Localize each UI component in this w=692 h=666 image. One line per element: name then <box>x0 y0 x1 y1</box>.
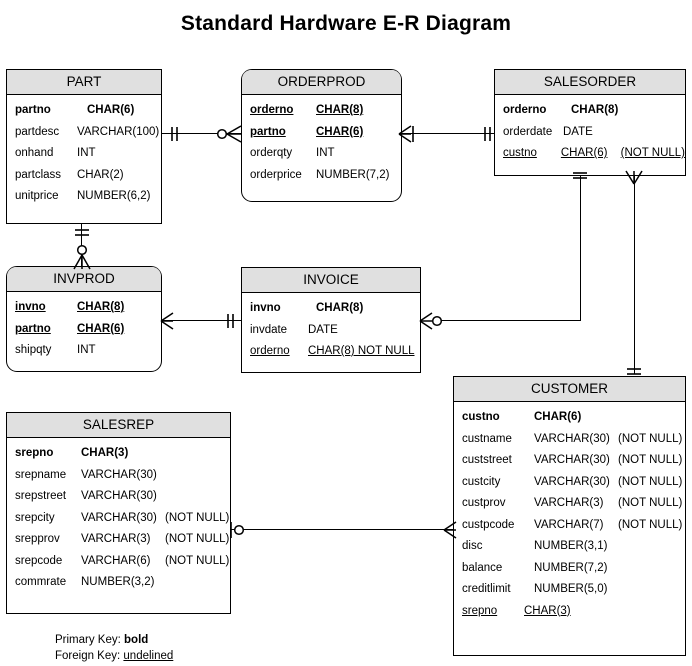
legend: Primary Key: bold Foreign Key: undelined <box>55 632 173 664</box>
entity-orderprod-attributes: orderno CHAR(8) partno CHAR(6) orderqty … <box>242 95 401 190</box>
entity-invprod-title: INVPROD <box>7 267 161 292</box>
entity-salesorder-attributes: orderno CHAR(8) orderdate DATE custno CH… <box>495 95 685 169</box>
attribute-row: srepno CHAR(3) <box>15 447 129 459</box>
attribute-row: custno CHAR(6) <box>462 411 582 423</box>
legend-primary-key-label: Primary Key: <box>55 634 121 646</box>
attribute-row: custprov VARCHAR(3) (NOT NULL) <box>462 497 683 509</box>
line-part-orderprod <box>161 133 241 135</box>
entity-invprod[interactable]: INVPROD invno CHAR(8) partno CHAR(6) shi… <box>6 266 162 372</box>
entity-salesrep[interactable]: SALESREP srepno CHAR(3) srepname VARCHAR… <box>6 412 231 614</box>
entity-salesorder[interactable]: SALESORDER orderno CHAR(8) orderdate DAT… <box>494 69 686 176</box>
page-title: Standard Hardware E-R Diagram <box>180 12 512 35</box>
cardinality-one-customer-salesorder <box>627 368 641 375</box>
attribute-row: orderdate DATE <box>503 125 593 138</box>
attribute-row: onhand INT <box>15 147 96 159</box>
attribute-row: invdate DATE <box>250 323 338 336</box>
attribute-row: orderno CHAR(8) <box>503 104 619 116</box>
attribute-row: invno CHAR(8) <box>15 301 125 313</box>
attribute-row: srepname VARCHAR(30) <box>15 468 157 481</box>
entity-part-attributes: partno CHAR(6) partdesc VARCHAR(100) onh… <box>7 95 161 212</box>
cardinality-zero-or-many-invprod <box>73 244 91 270</box>
line-orderprod-salesorder <box>402 133 494 135</box>
cardinality-many-customer-salesrep <box>443 521 457 539</box>
attribute-row: srepcode VARCHAR(6) (NOT NULL) <box>15 554 230 567</box>
legend-foreign-key-label: Foreign Key: <box>55 650 121 662</box>
legend-foreign-key-value: undelined <box>123 650 174 662</box>
attribute-row: partno CHAR(6) <box>250 125 364 138</box>
cardinality-many-salesorder-customer <box>625 170 643 185</box>
attribute-row: srepstreet VARCHAR(30) <box>15 490 157 502</box>
line-invprod-invoice <box>161 320 241 322</box>
entity-customer[interactable]: CUSTOMER custno CHAR(6) custname VARCHAR… <box>453 376 686 656</box>
attribute-row: orderno CHAR(8) NOT NULL <box>250 345 415 357</box>
attribute-row: orderprice NUMBER(7,2) <box>250 168 390 181</box>
attribute-row: commrate NUMBER(3,2) <box>15 576 155 588</box>
attribute-row: orderno CHAR(8) <box>250 104 364 116</box>
cardinality-many-orderprod-salesorder <box>398 125 414 143</box>
line-salesorder-customer <box>633 176 635 374</box>
entity-customer-title: CUSTOMER <box>454 377 685 402</box>
entity-part[interactable]: PART partno CHAR(6) partdesc VARCHAR(100… <box>6 69 162 224</box>
attribute-row: srepprov VARCHAR(3) (NOT NULL) <box>15 533 230 545</box>
attribute-row: balance NUMBER(7,2) <box>462 561 608 574</box>
entity-salesorder-title: SALESORDER <box>495 70 685 95</box>
cardinality-many-invprod-invoice <box>160 312 174 330</box>
cardinality-one-part-invprod <box>75 229 89 236</box>
attribute-row: custname VARCHAR(30) (NOT NULL) <box>462 432 683 445</box>
attribute-row: creditlimit NUMBER(5,0) <box>462 583 608 595</box>
attribute-row: shipqty INT <box>15 344 96 356</box>
entity-invprod-attributes: invno CHAR(8) partno CHAR(6) shipqty INT <box>7 292 161 366</box>
attribute-row: srepcity VARCHAR(30) (NOT NULL) <box>15 511 230 524</box>
cardinality-one-salesorder <box>484 127 491 141</box>
legend-primary-key: Primary Key: bold <box>55 632 173 648</box>
attribute-row: partclass CHAR(2) <box>15 168 124 181</box>
cardinality-zero-or-many-orderprod <box>216 125 242 143</box>
legend-foreign-key: Foreign Key: undelined <box>55 648 173 664</box>
attribute-row: unitprice NUMBER(6,2) <box>15 190 151 202</box>
line-invoice-salesorder-v <box>579 176 581 321</box>
entity-invoice-attributes: invno CHAR(8) invdate DATE orderno CHAR(… <box>242 293 420 367</box>
attribute-row: disc NUMBER(3,1) <box>462 540 608 552</box>
attribute-row: srepno CHAR(3) <box>462 604 571 617</box>
attribute-row: partdesc VARCHAR(100) <box>15 125 160 138</box>
cardinality-one-part-orderprod <box>171 127 178 141</box>
line-invoice-salesorder-h <box>440 320 581 322</box>
attribute-row: custstreet VARCHAR(30) (NOT NULL) <box>462 454 683 466</box>
attribute-row: partno CHAR(6) <box>15 104 135 116</box>
entity-orderprod[interactable]: ORDERPROD orderno CHAR(8) partno CHAR(6)… <box>241 69 402 202</box>
attribute-row: partno CHAR(6) <box>15 322 125 335</box>
entity-part-title: PART <box>7 70 161 95</box>
cardinality-one-invoice <box>227 314 234 328</box>
entity-salesrep-attributes: srepno CHAR(3) srepname VARCHAR(30) srep… <box>7 438 230 598</box>
attribute-row: custpcode VARCHAR(7) (NOT NULL) <box>462 518 683 531</box>
entity-customer-attributes: custno CHAR(6) custname VARCHAR(30) (NOT… <box>454 402 685 626</box>
entity-orderprod-title: ORDERPROD <box>242 70 401 95</box>
cardinality-one-salesorder-invoice <box>573 172 587 179</box>
entity-invoice-title: INVOICE <box>242 268 420 293</box>
entity-invoice[interactable]: INVOICE invno CHAR(8) invdate DATE order… <box>241 267 421 373</box>
cardinality-zero-or-many-invoice-salesorder <box>419 312 443 330</box>
cardinality-zero-or-one-salesrep <box>230 522 245 538</box>
attribute-row: custcity VARCHAR(30) (NOT NULL) <box>462 475 683 488</box>
entity-salesrep-title: SALESREP <box>7 413 230 438</box>
attribute-row: custno CHAR(6) (NOT NULL) <box>503 147 685 159</box>
attribute-row: invno CHAR(8) <box>250 302 364 314</box>
legend-primary-key-value: bold <box>124 634 149 646</box>
line-salesrep-customer <box>231 529 453 531</box>
attribute-row: orderqty INT <box>250 147 335 159</box>
